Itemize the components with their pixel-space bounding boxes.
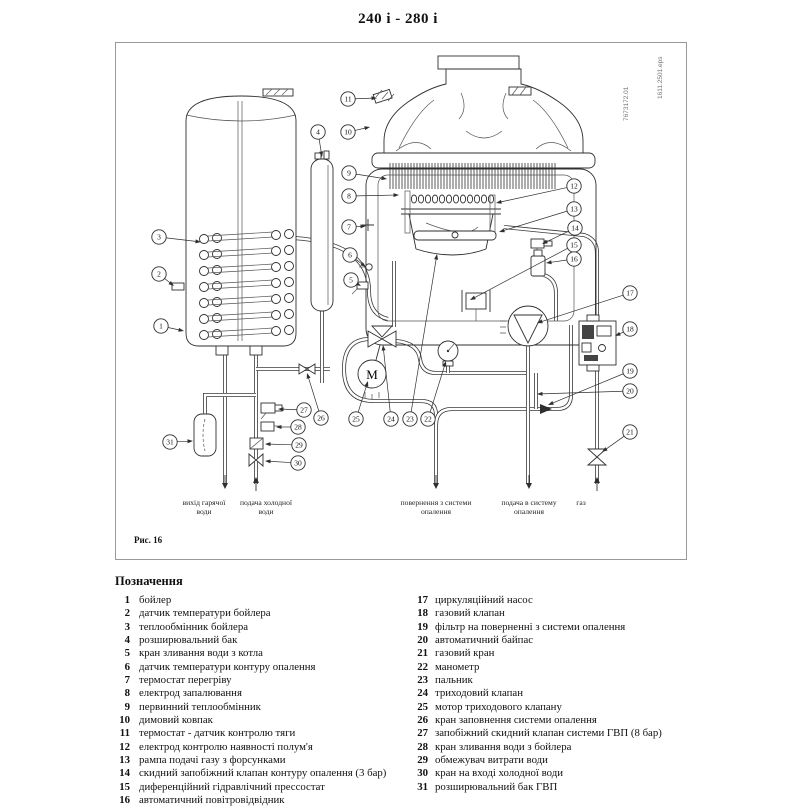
legend-item-label: газовий клапан [435, 607, 505, 620]
legend-item-29: 29 обмежувач витрати води [407, 754, 707, 767]
legend-item-31: 31 розширювальний бак ГВП [407, 781, 707, 794]
legend-item-label: датчик температури бойлера [139, 607, 271, 620]
legend-item-9: 9 первинний теплообмінник [115, 701, 407, 714]
legend-item-number: 22 [407, 661, 428, 674]
legend-column-right: 17 циркуляційний насос 18 газовий клапан 19 ф… [407, 594, 707, 794]
legend-item-20: 20 автоматичний байпас [407, 634, 707, 647]
legend-item-label: запобіжний скидний клапан системи ГВП (8… [435, 727, 662, 740]
legend-item-label: електрод запалювання [139, 687, 242, 700]
legend-item-number: 10 [115, 714, 130, 727]
legend-item-number: 28 [407, 741, 428, 754]
legend-item-label: мотор триходового клапану [435, 701, 562, 714]
legend-item-23: 23 пальник [407, 674, 707, 687]
legend-item-number: 20 [407, 634, 428, 647]
legend-item-number: 1 [115, 594, 130, 607]
legend-item-label: пальник [435, 674, 473, 687]
legend-item-number: 25 [407, 701, 428, 714]
legend-item-18: 18 газовий клапан [407, 607, 707, 620]
legend-column-left: 1 бойлер 2 датчик температури бойлера 3 тепло… [115, 594, 407, 808]
legend-item-11: 11 термостат - датчик контролю тяги [115, 727, 407, 740]
legend-item-26: 26 кран заповнення системи опалення [407, 714, 707, 727]
legend-item-16: 16 автоматичний повітровідвідник [115, 794, 407, 807]
legend-item-label: датчик температури контуру опалення [139, 661, 316, 674]
legend-item-1: 1 бойлер [115, 594, 407, 607]
legend-item-label: термостат перегріву [139, 674, 232, 687]
legend-item-8: 8 електрод запалювання [115, 687, 407, 700]
legend-item-22: 22 манометр [407, 661, 707, 674]
legend-item-number: 5 [115, 647, 130, 660]
legend-item-number: 9 [115, 701, 130, 714]
legend-item-number: 15 [115, 781, 130, 794]
legend-item-21: 21 газовий кран [407, 647, 707, 660]
legend-item-number: 17 [407, 594, 428, 607]
legend-item-number: 18 [407, 607, 428, 620]
legend-item-label: автоматичний байпас [435, 634, 533, 647]
legend-item-label: газовий кран [435, 647, 494, 660]
legend-item-label: обмежувач витрати води [435, 754, 548, 767]
legend-item-25: 25 мотор триходового клапану [407, 701, 707, 714]
legend-item-label: теплообмінник бойлера [139, 621, 248, 634]
legend-item-label: кран зливання води з котла [139, 647, 263, 660]
legend-item-number: 30 [407, 767, 428, 780]
legend-item-label: первинний теплообмінник [139, 701, 261, 714]
legend-item-label: кран заповнення системи опалення [435, 714, 597, 727]
legend-item-6: 6 датчик температури контуру опалення [115, 661, 407, 674]
legend-item-number: 27 [407, 727, 428, 740]
legend-item-number: 7 [115, 674, 130, 687]
legend-item-number: 8 [115, 687, 130, 700]
legend-item-label: термостат - датчик контролю тяги [139, 727, 295, 740]
legend-heading: Позначення [115, 574, 183, 589]
legend-item-number: 2 [115, 607, 130, 620]
legend-item-number: 13 [115, 754, 130, 767]
legend-item-2: 2 датчик температури бойлера [115, 607, 407, 620]
legend-item-number: 21 [407, 647, 428, 660]
legend-item-label: циркуляційний насос [435, 594, 533, 607]
legend-item-number: 4 [115, 634, 130, 647]
legend-item-label: триходовий клапан [435, 687, 523, 700]
legend-item-number: 23 [407, 674, 428, 687]
legend-item-number: 11 [115, 727, 130, 740]
legend-item-label: фільтр на поверненні з системи опалення [435, 621, 625, 634]
legend-item-label: автоматичний повітровідвідник [139, 794, 285, 807]
legend-item-number: 24 [407, 687, 428, 700]
legend-item-number: 19 [407, 621, 428, 634]
legend-item-label: кран зливання води з бойлера [435, 741, 571, 754]
legend-item-number: 29 [407, 754, 428, 767]
legend-item-label: скидний запобіжний клапан контуру опален… [139, 767, 386, 780]
legend-item-label: електрод контролю наявності полум'я [139, 741, 313, 754]
legend-item-17: 17 циркуляційний насос [407, 594, 707, 607]
legend-item-label: димовий ковпак [139, 714, 213, 727]
legend-item-label: розширювальний бак [139, 634, 237, 647]
legend-item-label: бойлер [139, 594, 171, 607]
legend-item-number: 16 [115, 794, 130, 807]
legend-item-30: 30 кран на вході холодної води [407, 767, 707, 780]
legend-item-27: 27 запобіжний скидний клапан системи ГВП … [407, 727, 707, 740]
legend-item-7: 7 термостат перегріву [115, 674, 407, 687]
legend-item-label: манометр [435, 661, 479, 674]
legend-item-label: диференційний гідравлічний прессостат [139, 781, 325, 794]
legend-item-number: 12 [115, 741, 130, 754]
legend-item-number: 31 [407, 781, 428, 794]
legend-item-label: рампа подачі газу з форсунками [139, 754, 286, 767]
legend-item-label: кран на вході холодної води [435, 767, 563, 780]
legend-item-14: 14 скидний запобіжний клапан контуру опал… [115, 767, 407, 780]
legend-item-28: 28 кран зливання води з бойлера [407, 741, 707, 754]
legend-item-4: 4 розширювальний бак [115, 634, 407, 647]
legend-item-15: 15 диференційний гідравлічний прессостат [115, 781, 407, 794]
legend-item-12: 12 електрод контролю наявності полум'я [115, 741, 407, 754]
legend-item-number: 6 [115, 661, 130, 674]
legend-item-5: 5 кран зливання води з котла [115, 647, 407, 660]
legend-item-19: 19 фільтр на поверненні з системи опаленн… [407, 621, 707, 634]
legend-item-3: 3 теплообмінник бойлера [115, 621, 407, 634]
legend-item-label: розширювальний бак ГВП [435, 781, 557, 794]
legend-item-24: 24 триходовий клапан [407, 687, 707, 700]
legend-item-number: 3 [115, 621, 130, 634]
legend-item-10: 10 димовий ковпак [115, 714, 407, 727]
legend-item-number: 26 [407, 714, 428, 727]
legend-item-number: 14 [115, 767, 130, 780]
legend-item-13: 13 рампа подачі газу з форсунками [115, 754, 407, 767]
